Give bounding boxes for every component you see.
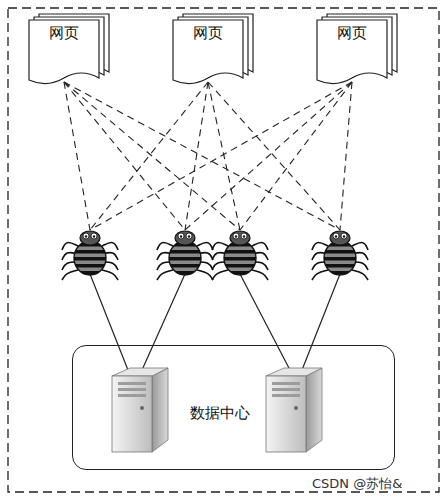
spider-leg — [352, 243, 368, 250]
spider-wire — [90, 274, 128, 370]
spider-pupil — [188, 235, 190, 237]
crawl-dashed-line — [64, 82, 240, 230]
spider-wire — [302, 274, 340, 370]
crawl-dashed-line — [64, 82, 185, 230]
crawl-dashed-line — [64, 82, 340, 230]
server-top — [112, 368, 168, 376]
web-page-node: 网页 — [316, 12, 402, 90]
spider-head — [175, 231, 195, 245]
server-icon — [266, 368, 322, 452]
spider-leg — [212, 243, 228, 250]
page-label: 网页 — [337, 24, 367, 43]
spider-head — [230, 231, 250, 245]
server-bay — [118, 388, 146, 391]
page-sheet — [317, 20, 387, 84]
server-bay — [272, 394, 300, 397]
spider-leg — [312, 270, 328, 280]
spider-head — [80, 231, 100, 245]
spider-wire — [240, 274, 290, 370]
spider-eye — [91, 233, 97, 239]
server-front — [266, 376, 306, 452]
crawl-dashed-line — [185, 82, 352, 230]
server-top — [266, 368, 322, 376]
spider-icon — [212, 231, 268, 280]
spider-leg — [157, 270, 173, 280]
spider-wire — [142, 274, 185, 370]
server-icon — [112, 368, 168, 452]
spider-leg — [312, 243, 328, 250]
spider-leg — [102, 270, 118, 280]
page-label: 网页 — [49, 24, 79, 43]
crawl-dashed-line — [208, 82, 340, 230]
server-bay — [272, 388, 300, 391]
spider-leg — [102, 243, 118, 250]
spider-leg — [197, 243, 213, 250]
server-bay — [118, 382, 146, 385]
server-side — [152, 368, 168, 452]
spider-outline — [224, 241, 256, 275]
web-page-node: 网页 — [28, 12, 114, 90]
page-sheet — [29, 20, 99, 84]
spider-leg — [252, 243, 268, 250]
spider-icon — [62, 231, 118, 280]
outer-dashed-border — [8, 8, 439, 492]
spider-head — [330, 231, 350, 245]
crawl-dashed-line — [340, 82, 352, 230]
spider-outline — [169, 241, 201, 275]
server-front — [112, 376, 152, 452]
spider-leg — [197, 270, 213, 280]
spider-outline — [74, 241, 106, 275]
spider-icon — [312, 231, 368, 280]
spider-eye — [178, 233, 184, 239]
web-page-icon — [316, 12, 402, 90]
web-page-node: 网页 — [172, 12, 258, 90]
spider-pupil — [243, 235, 245, 237]
spider-eye — [341, 233, 347, 239]
server-led — [294, 406, 298, 410]
web-page-icon — [172, 12, 258, 90]
crawl-dashed-line — [240, 82, 352, 230]
spider-pupil — [235, 235, 237, 237]
spider-leg — [62, 243, 78, 250]
spider-eye — [233, 233, 239, 239]
data-center-box: 数据中心 — [72, 345, 395, 470]
server-led — [140, 406, 144, 410]
crawl-dashed-line — [90, 82, 208, 230]
crawl-dashed-line — [64, 82, 90, 230]
spider-pupil — [343, 235, 345, 237]
page-sheet — [173, 20, 243, 84]
spider-eye — [333, 233, 339, 239]
spider-icon — [157, 231, 213, 280]
crawl-dashed-line — [90, 82, 352, 230]
spider-eye — [241, 233, 247, 239]
spider-pupil — [180, 235, 182, 237]
crawl-dashed-line — [185, 82, 208, 230]
spider-leg — [352, 270, 368, 280]
spider-eye — [186, 233, 192, 239]
watermark: CSDN @苏怡& — [312, 475, 402, 493]
spider-leg — [252, 270, 268, 280]
spider-pupil — [93, 235, 95, 237]
page-label: 网页 — [193, 24, 223, 43]
spider-leg — [212, 270, 228, 280]
web-page-icon — [28, 12, 114, 90]
server-bay — [272, 382, 300, 385]
spider-pupil — [85, 235, 87, 237]
spider-leg — [62, 270, 78, 280]
spider-eye — [83, 233, 89, 239]
spider-leg — [157, 243, 173, 250]
server-bay — [118, 394, 146, 397]
server-side — [306, 368, 322, 452]
spider-pupil — [335, 235, 337, 237]
spider-outline — [324, 241, 356, 275]
data-center-label: 数据中心 — [190, 404, 250, 423]
crawl-dashed-line — [208, 82, 240, 230]
